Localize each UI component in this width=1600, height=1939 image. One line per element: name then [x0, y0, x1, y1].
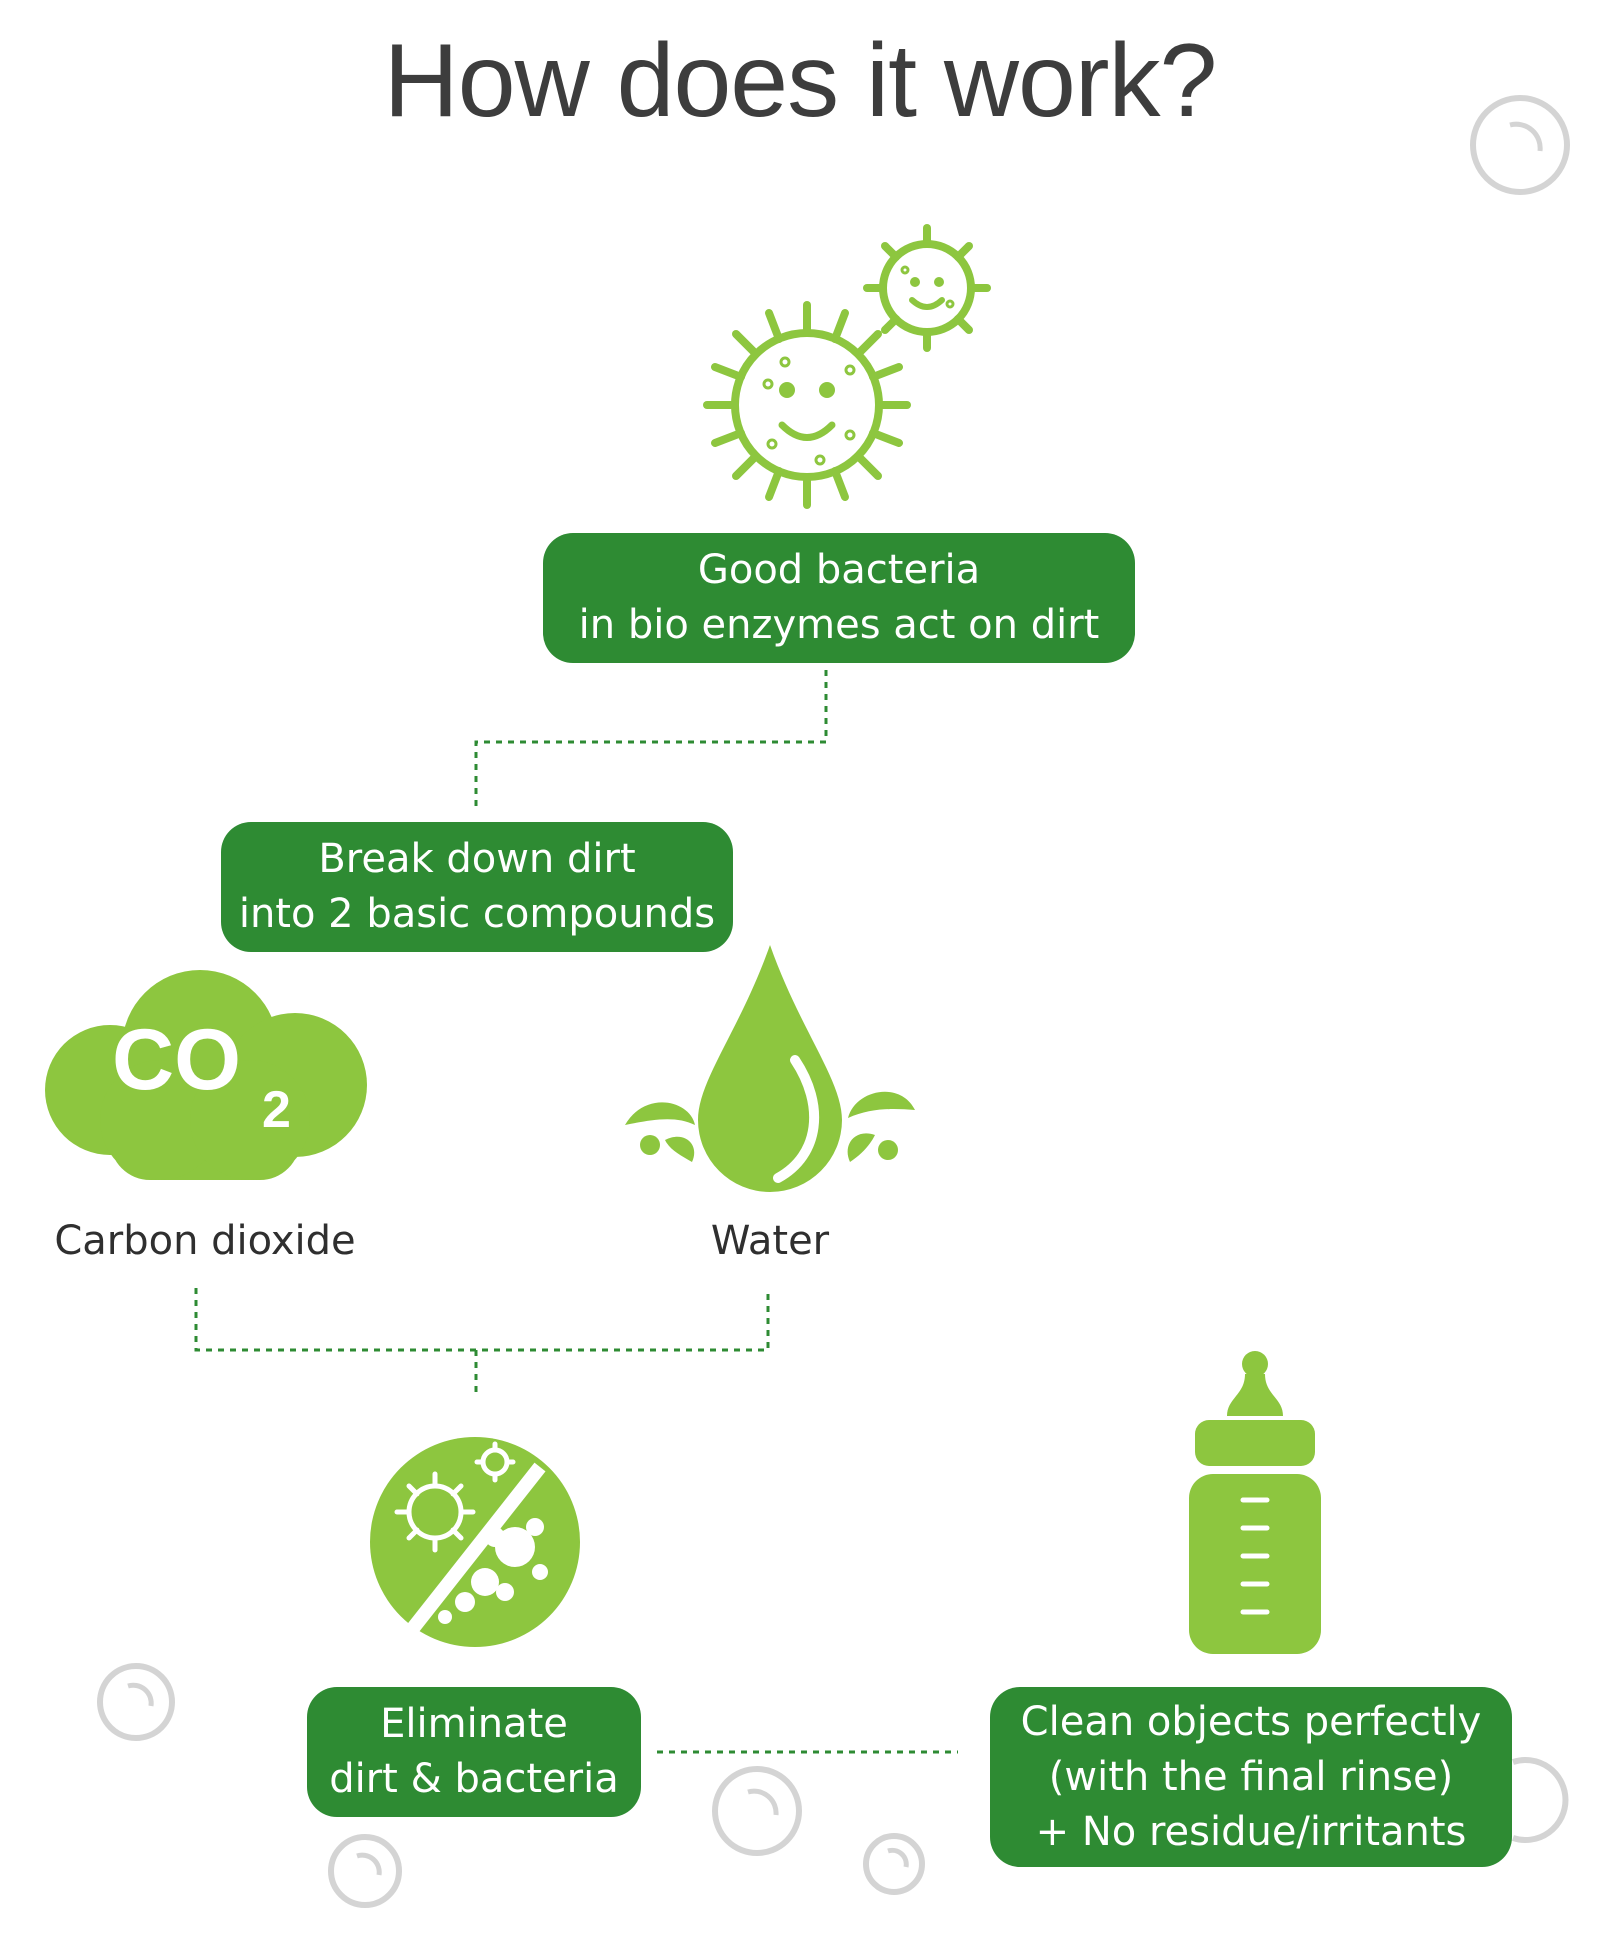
page-title: How does it work?	[383, 23, 1218, 139]
step-eliminate-line1: Eliminate	[380, 1701, 568, 1747]
step-clean-line2: (with the final rinse)	[1048, 1753, 1454, 1800]
no-germs-icon	[370, 1437, 580, 1647]
step-eliminate: Eliminate dirt & bacteria	[307, 1687, 641, 1817]
step-good-bacteria-line1: Good bacteria	[697, 547, 981, 593]
bubble-icon	[1470, 95, 1570, 195]
baby-bottle-icon	[1189, 1351, 1321, 1654]
step-break-down-line1: Break down dirt	[318, 836, 636, 882]
step-clean-line3: + No residue/irritants	[1035, 1808, 1467, 1855]
connector-bacteria-to-breakdown	[474, 670, 828, 812]
co2-cloud-icon: CO 2	[40, 970, 370, 1185]
step-good-bacteria-line2: in bio enzymes act on dirt	[578, 602, 1100, 648]
step-good-bacteria: Good bacteria in bio enzymes act on dirt	[543, 533, 1135, 663]
bubble-icon	[1512, 1757, 1569, 1843]
step-eliminate-line2: dirt & bacteria	[329, 1756, 619, 1802]
cloud-shape	[45, 970, 367, 1180]
step-break-down-line2: into 2 basic compounds	[238, 891, 716, 937]
co2-subscript: 2	[262, 1081, 291, 1139]
water-drop-icon	[625, 945, 915, 1192]
bubble-icon	[712, 1766, 802, 1856]
step-clean-line1: Clean objects perfectly	[1020, 1698, 1482, 1745]
co2-text: CO	[112, 1012, 241, 1108]
bubble-icon	[863, 1833, 925, 1895]
bacteria-icon	[703, 224, 991, 509]
connector-compounds-merge	[194, 1288, 770, 1398]
bubble-icon	[97, 1663, 175, 1741]
water-label: Water	[710, 1218, 830, 1264]
carbon-dioxide-label: Carbon dioxide	[54, 1218, 356, 1264]
step-clean: Clean objects perfectly (with the final …	[990, 1687, 1512, 1867]
step-break-down: Break down dirt into 2 basic compounds	[221, 822, 733, 952]
bubble-icon	[328, 1834, 402, 1908]
